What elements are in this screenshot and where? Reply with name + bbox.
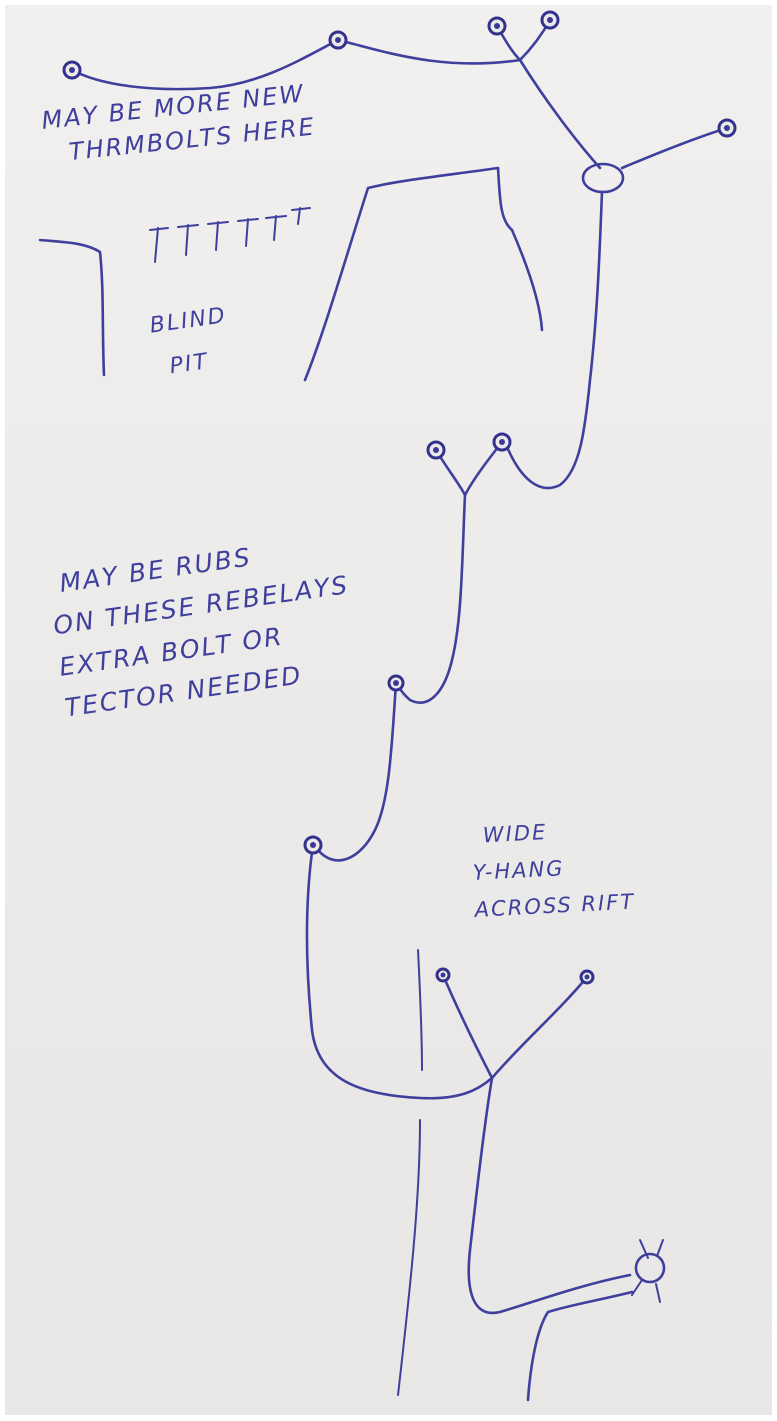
pit-right-wall-right [496,166,544,332]
rope-loop [581,162,625,194]
bolt-second-y-right [492,432,512,452]
note-y-hang: WIDE Y-HANG ACROSS RIFT [470,810,636,928]
pit-left-wall [38,238,106,377]
bottom-anchor-knot [634,1252,666,1284]
wide-y-hang-left-arm [441,973,494,1080]
rope-to-bottom [467,1076,632,1315]
rope-to-rebelay-2 [316,681,398,862]
bolt-second-y-left [426,440,446,460]
note-blind-pit: BLIND PIT [148,301,235,385]
bottom-anchor-ties [631,1239,664,1303]
pit-right-wall-left [303,166,500,382]
bolt-top-y-left [487,16,507,36]
right-branch-line [620,126,729,170]
rope-bottom-return [526,1290,634,1402]
wide-y-hang-right-arm [490,975,589,1080]
bolt-wide-y-right [579,969,595,985]
bolt-top-left [62,60,82,80]
rope-to-rebelay-1 [394,493,467,704]
bolt-rebelay-1 [387,674,405,692]
bolt-wide-y-left [435,967,451,983]
bolt-right-wall [717,118,737,138]
thermobolt-dashes [149,207,311,263]
rift-wall-upper [417,949,423,1071]
rift-wall-lower [397,1119,421,1396]
rope-to-wide-y-hang [305,843,494,1100]
second-y-hang-right-arm [463,440,504,497]
main-rope-upper [503,190,604,490]
top-traverse-line [70,38,522,91]
paper-sheet [5,5,772,1415]
bolt-top-y-right [540,10,560,30]
bolt-rebelay-2 [303,835,323,855]
rope-to-loop [518,58,602,170]
bolt-top-middle [328,30,348,50]
